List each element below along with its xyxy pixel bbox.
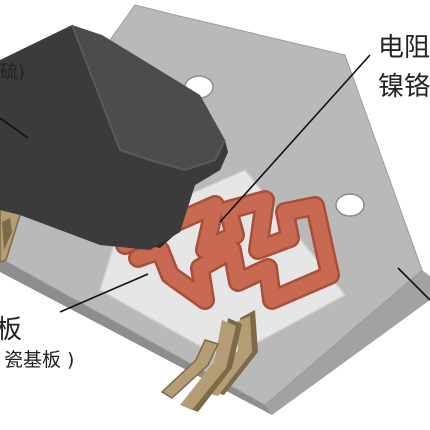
substrate-label-line1: 板	[0, 315, 22, 345]
terminal-front-right-face	[180, 320, 236, 410]
resistor-label-line2: 镍铬	[378, 72, 430, 102]
cover-front	[0, 25, 228, 250]
left-terminals	[0, 196, 21, 263]
leader-resistor	[219, 54, 371, 223]
leader-substrate	[59, 273, 149, 313]
right-terminals	[160, 310, 258, 412]
resistor-element	[115, 190, 340, 310]
mounting-hole-right	[335, 193, 365, 217]
cover-front-top-edge	[71, 24, 226, 172]
resistor-label-line1: 电阻	[378, 33, 430, 63]
protective-cover	[0, 24, 228, 250]
leader-cover	[0, 117, 29, 139]
terminal-lower-left	[160, 339, 220, 399]
base-plate-side-edge	[265, 270, 430, 415]
cover-top	[72, 25, 225, 170]
substrate-label-line2: 瓷基板 )	[4, 349, 74, 371]
cover-label: 硫)	[0, 62, 25, 83]
resistor-track-face	[117, 192, 338, 308]
terminal-back-right-face	[205, 316, 252, 396]
leader-base	[397, 267, 430, 301]
terminal-left-2	[2, 218, 12, 250]
